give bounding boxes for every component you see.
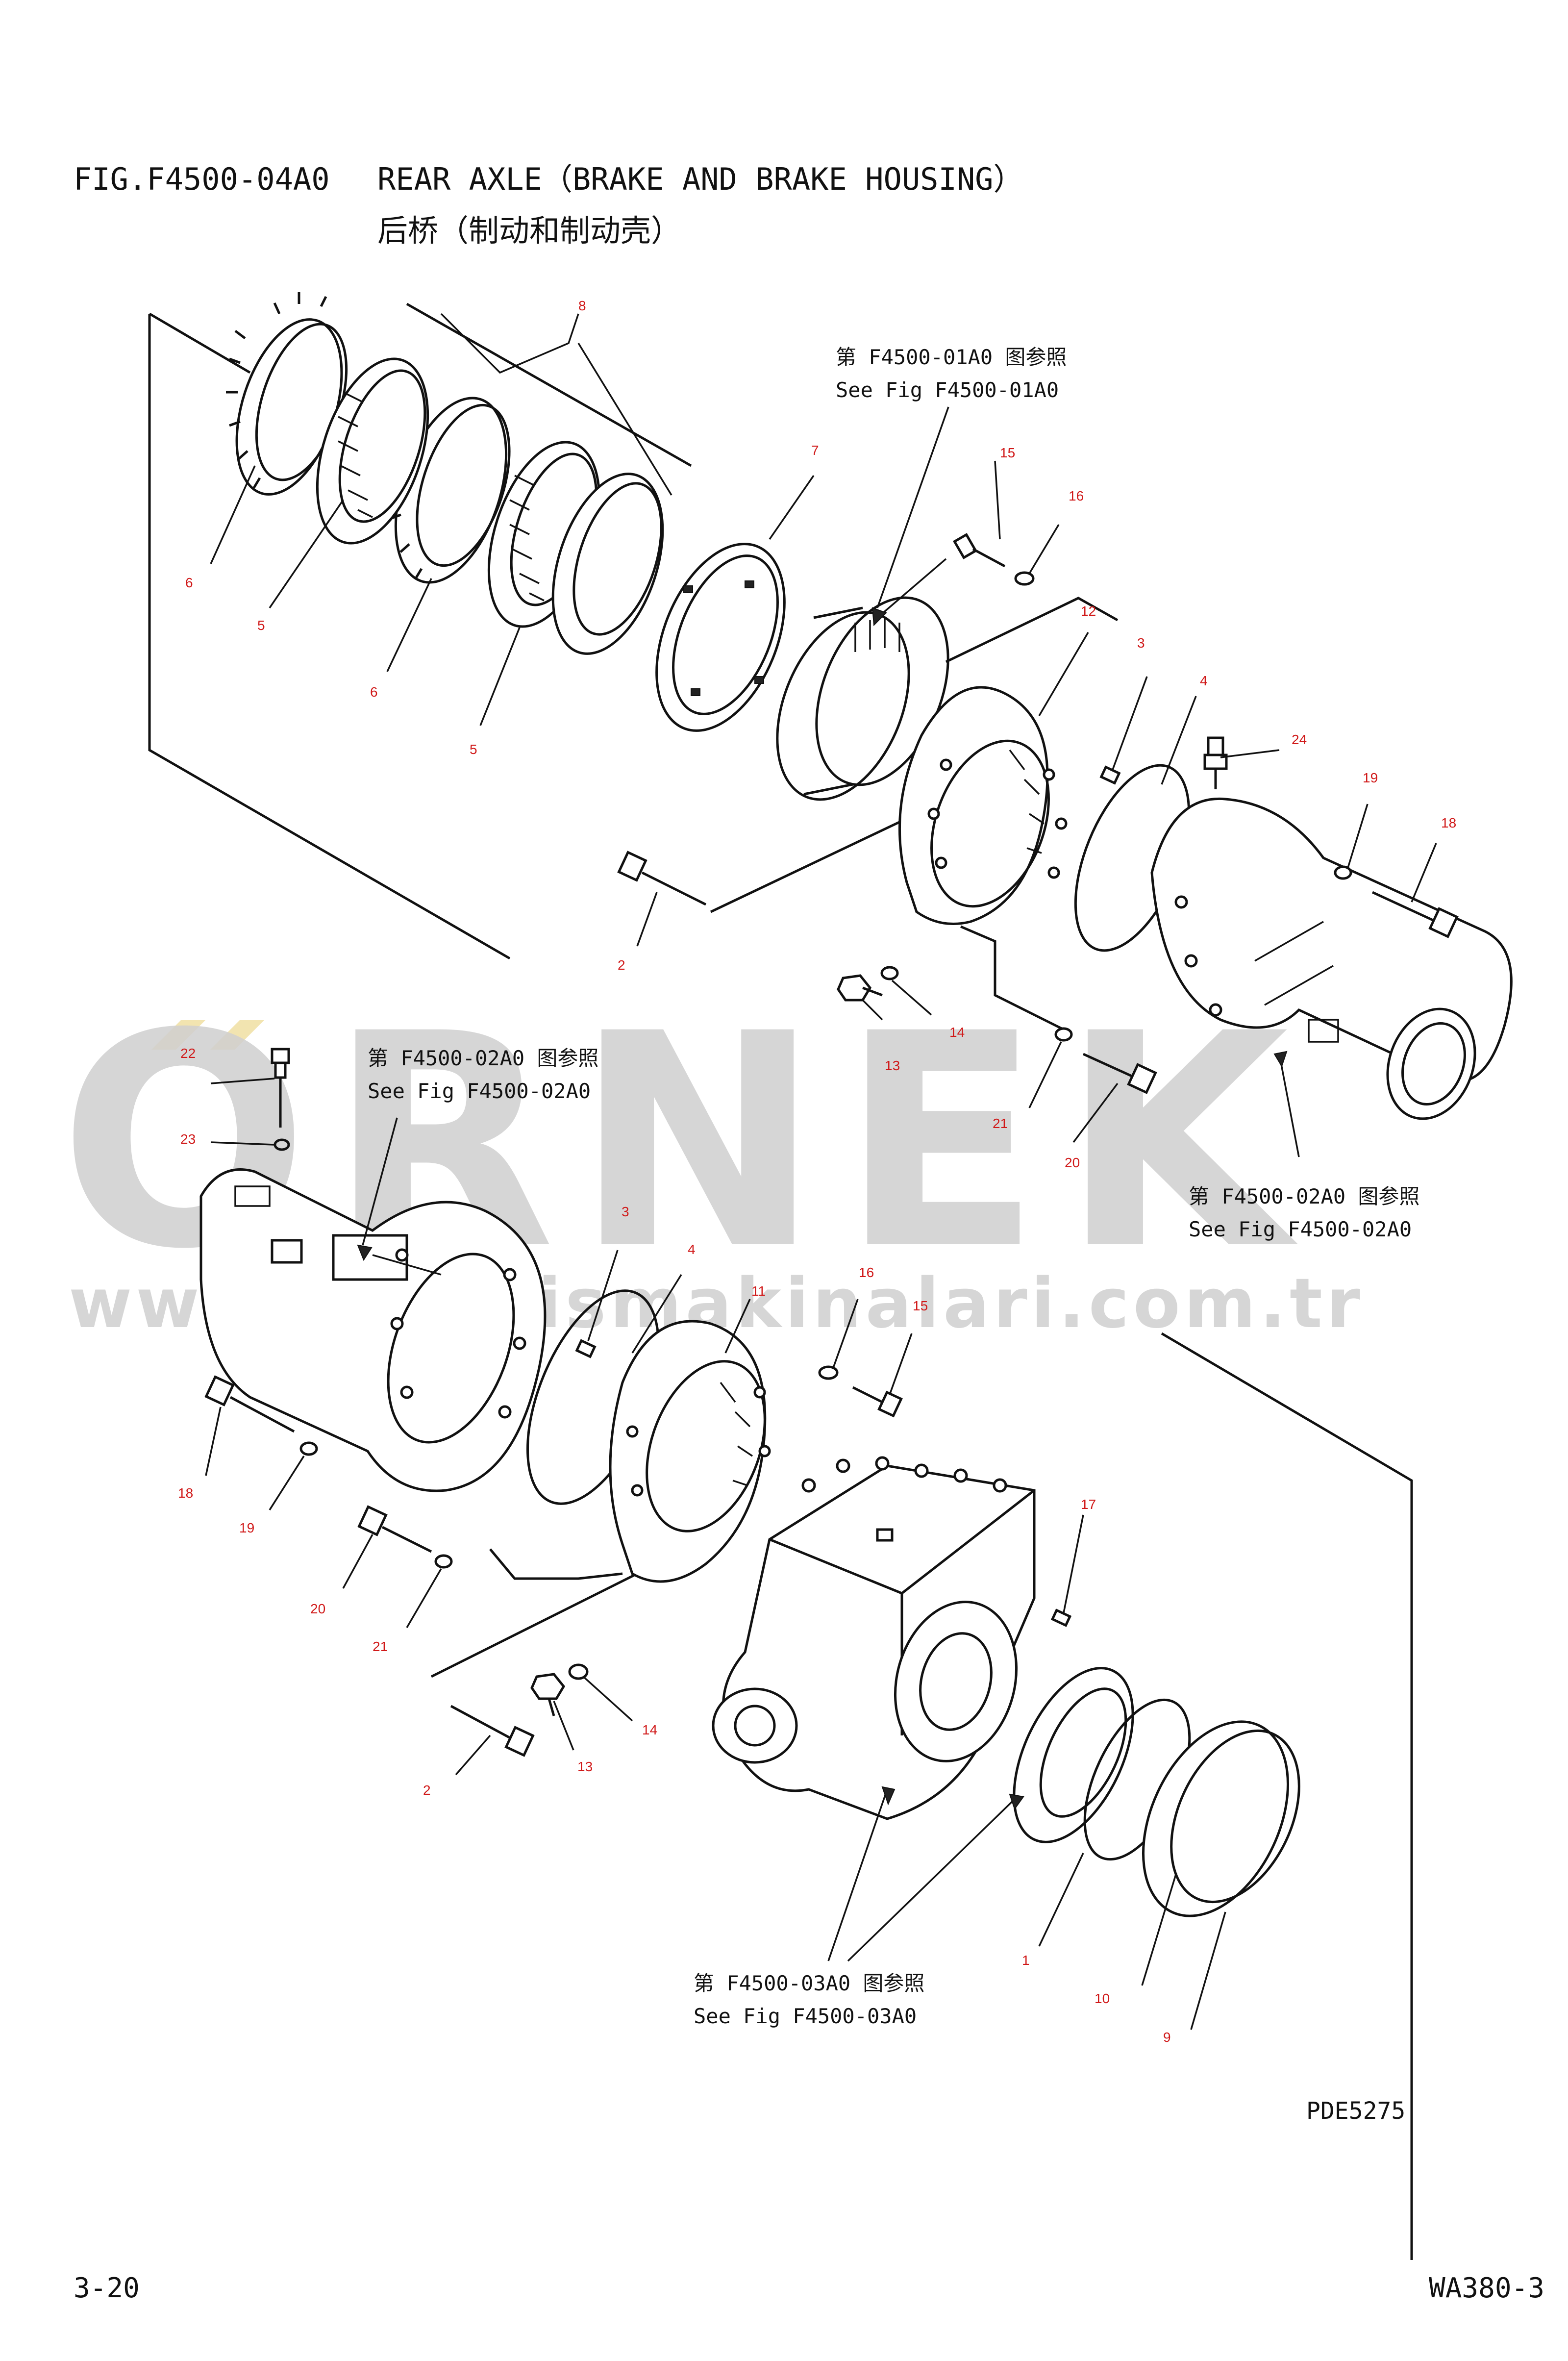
- plug-17: [1050, 1608, 1072, 1627]
- page-number: 3-20: [74, 2272, 140, 2304]
- part-number: 3: [1137, 635, 1145, 651]
- part-number: 3: [622, 1204, 629, 1219]
- o-ring-23: [274, 1138, 290, 1151]
- part-number: 16: [1069, 488, 1084, 503]
- part-number: 19: [1363, 770, 1378, 785]
- part-number: 13: [577, 1759, 593, 1774]
- part-number: 18: [1441, 815, 1457, 830]
- reference-cn-02a0-lower: 第 F4500-02A0 图参照: [368, 1046, 599, 1070]
- washer-19-upper: [1334, 865, 1352, 880]
- leader-lines-lower: [205, 1078, 1226, 2030]
- bolt-15-upper: [952, 533, 1006, 568]
- washer-21-lower: [434, 1554, 453, 1569]
- part-number: 12: [1081, 603, 1096, 619]
- part-number: 7: [811, 443, 819, 458]
- part-number: 6: [370, 684, 378, 700]
- part-number: 2: [618, 957, 625, 973]
- bolt-18-lower: [204, 1375, 295, 1433]
- part-number: 21: [373, 1639, 388, 1654]
- pin-3-lower: [575, 1339, 597, 1358]
- bolt-2-upper: [617, 851, 707, 906]
- part-number: 15: [913, 1298, 928, 1313]
- pin-3-upper: [1099, 765, 1121, 785]
- reference-en-02a0-upper: See Fig F4500-02A0: [1189, 1217, 1412, 1241]
- part-number: 10: [1095, 1991, 1110, 2006]
- bearing-cage-1: [1013, 1667, 1134, 1843]
- part-number: 4: [688, 1242, 696, 1257]
- bolt-20-upper: [1082, 1053, 1157, 1094]
- separator-plate-5c: [551, 473, 664, 655]
- reference-en-01a0: See Fig F4500-01A0: [836, 378, 1059, 402]
- reference-cn-02a0-upper: 第 F4500-02A0 图参照: [1189, 1184, 1420, 1208]
- model-name: WA380-3: [1429, 2272, 1545, 2304]
- part-number: 14: [642, 1722, 658, 1737]
- bolt-15-lower: [852, 1386, 903, 1418]
- plug-13-upper: [837, 974, 883, 1002]
- part-number: 6: [185, 575, 193, 590]
- part-number: 11: [751, 1283, 766, 1299]
- differential-carrier: [712, 1456, 1036, 1820]
- brake-housing-12: [898, 686, 1068, 925]
- part-number: 23: [180, 1131, 196, 1147]
- o-ring-14-upper: [880, 966, 899, 980]
- lower-bracket-lines: [430, 1332, 1413, 2260]
- leader-lines-upper: [210, 313, 1437, 1157]
- piston-ring-7: [655, 543, 786, 732]
- washer-19-lower: [299, 1441, 318, 1456]
- part-number: 24: [1292, 732, 1307, 747]
- reference-cn-01a0: 第 F4500-01A0 图参照: [836, 345, 1067, 369]
- washer-16-upper: [1014, 571, 1035, 586]
- bolt-20-lower: [357, 1505, 432, 1553]
- bolt-2-lower: [450, 1705, 535, 1757]
- part-number: 14: [949, 1025, 965, 1040]
- o-ring-14-lower: [568, 1663, 589, 1680]
- part-number: 19: [239, 1520, 255, 1535]
- part-number: 5: [257, 618, 265, 633]
- part-number: 16: [859, 1265, 874, 1280]
- axle-housing-lower: [199, 1168, 547, 1492]
- part-number: 15: [1000, 445, 1016, 460]
- part-number: 2: [423, 1783, 431, 1798]
- breather-24: [1203, 736, 1228, 789]
- part-number: 1: [1022, 1953, 1030, 1968]
- drawing-code: PDE5275: [1306, 2097, 1406, 2125]
- axle-housing-upper: [1150, 797, 1513, 1120]
- separator-plate-5a: [316, 357, 429, 545]
- friction-disc-6a: [226, 292, 348, 496]
- part-number: 22: [180, 1046, 196, 1061]
- figure-title-en: REAR AXLE（BRAKE AND BRAKE HOUSING）: [377, 161, 1024, 197]
- part-number: 21: [993, 1116, 1008, 1131]
- bolt-16-lower: [818, 1365, 839, 1380]
- reference-en-02a0-lower: See Fig F4500-02A0: [368, 1079, 591, 1103]
- washer-21-upper: [1054, 1027, 1073, 1042]
- reference-cn-03a0: 第 F4500-03A0 图参照: [694, 1971, 925, 1995]
- part-number: 8: [578, 298, 586, 313]
- upper-bracket-lines: [148, 302, 1119, 1031]
- seal-9: [1142, 1720, 1300, 1917]
- piston-assembly: [776, 596, 949, 801]
- watermark-accent: [132, 1012, 265, 1050]
- part-number: 20: [310, 1601, 326, 1616]
- brake-housing-11: [609, 1320, 771, 1583]
- breather-22: [271, 1048, 290, 1128]
- part-number: 4: [1200, 673, 1208, 688]
- reference-en-03a0: See Fig F4500-03A0: [694, 2004, 917, 2028]
- figure-title-cn: 后桥（制动和制动壳）: [377, 213, 682, 249]
- part-number: 5: [470, 742, 477, 757]
- part-number: 18: [178, 1485, 194, 1501]
- plug-13-lower: [530, 1673, 566, 1716]
- part-number: 13: [885, 1058, 900, 1073]
- part-number: 9: [1163, 2030, 1171, 2045]
- part-number: 20: [1065, 1155, 1080, 1170]
- part-number: 17: [1081, 1497, 1096, 1512]
- bolt-18-upper: [1371, 891, 1459, 938]
- figure-code: FIG.F4500-04A0: [74, 161, 330, 197]
